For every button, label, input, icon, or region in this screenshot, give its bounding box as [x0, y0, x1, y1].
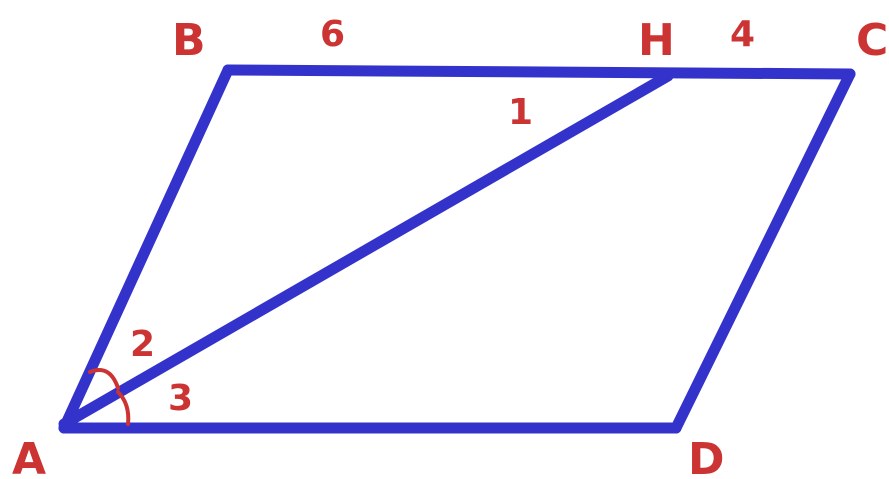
edge-cd — [670, 68, 856, 434]
angle-3-arc — [116, 390, 131, 426]
vertex-label-b: B — [172, 15, 206, 66]
edge-ab — [58, 64, 234, 434]
angle-2-label: 2 — [130, 324, 155, 365]
vertex-label-d: D — [688, 434, 725, 479]
vertex-label-c: C — [856, 15, 888, 66]
vertex-label-h: H — [638, 15, 675, 66]
vertex-label-a: A — [12, 434, 46, 479]
segment-bh-length: 6 — [320, 14, 345, 55]
angle-3-label: 3 — [168, 378, 193, 419]
angle-2-arc — [88, 368, 120, 390]
edge-bc — [222, 64, 856, 80]
segment-ah — [58, 70, 674, 430]
angle-1-label: 1 — [508, 92, 533, 133]
segment-hc-length: 4 — [730, 14, 755, 55]
